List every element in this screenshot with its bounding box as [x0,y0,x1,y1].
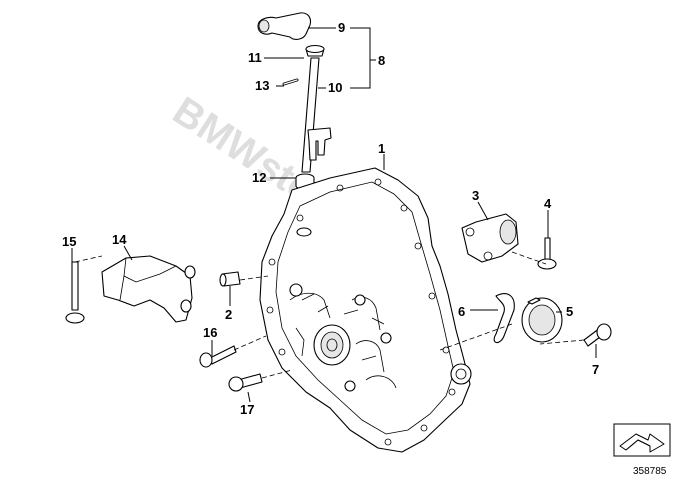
cover-part-3[interactable] [461,213,519,263]
callout-12: 12 [252,170,266,185]
bolt-part-4[interactable] [537,237,557,270]
selector-lever-part-9[interactable] [257,12,312,40]
callout-10: 10 [328,80,342,95]
assembly-lines [74,251,585,379]
callout-3: 3 [472,188,479,203]
diagram-number: 358785 [633,466,667,477]
callout-8: 8 [378,53,385,68]
callout-1: 1 [378,141,385,156]
shaft-seal-part-5[interactable] [521,297,563,343]
callout-9: 9 [338,20,345,35]
callout-14: 14 [112,232,127,247]
bolt-part-7[interactable] [583,323,612,347]
dowel-sleeve-part-2[interactable] [219,271,241,287]
callout-6: 6 [458,304,465,319]
callout-2: 2 [225,307,232,322]
pin-part-13[interactable] [282,78,299,86]
bolt-part-17[interactable] [228,373,263,392]
callout-7: 7 [592,362,599,377]
bolt-part-16[interactable] [199,345,237,368]
callout-4: 4 [544,196,552,211]
callout-5: 5 [566,304,573,319]
bolt-part-15[interactable] [65,261,85,324]
callout-17: 17 [240,402,254,417]
bushing-part-11[interactable] [305,44,325,57]
orientation-arrow-icon [613,423,671,457]
bracket-part-14[interactable] [101,255,196,323]
selector-shaft-part-10[interactable] [301,57,332,173]
callout-11: 11 [248,50,262,65]
retaining-clip-part-6[interactable] [493,293,515,344]
transmission-housing-part-1[interactable] [259,167,472,453]
leader-lines [71,27,597,403]
callout-13: 13 [255,78,269,93]
callout-labels: 1 2 3 4 5 6 7 8 9 10 11 12 13 14 15 16 1… [62,20,599,417]
callout-15: 15 [62,234,76,249]
callout-16: 16 [203,325,217,340]
